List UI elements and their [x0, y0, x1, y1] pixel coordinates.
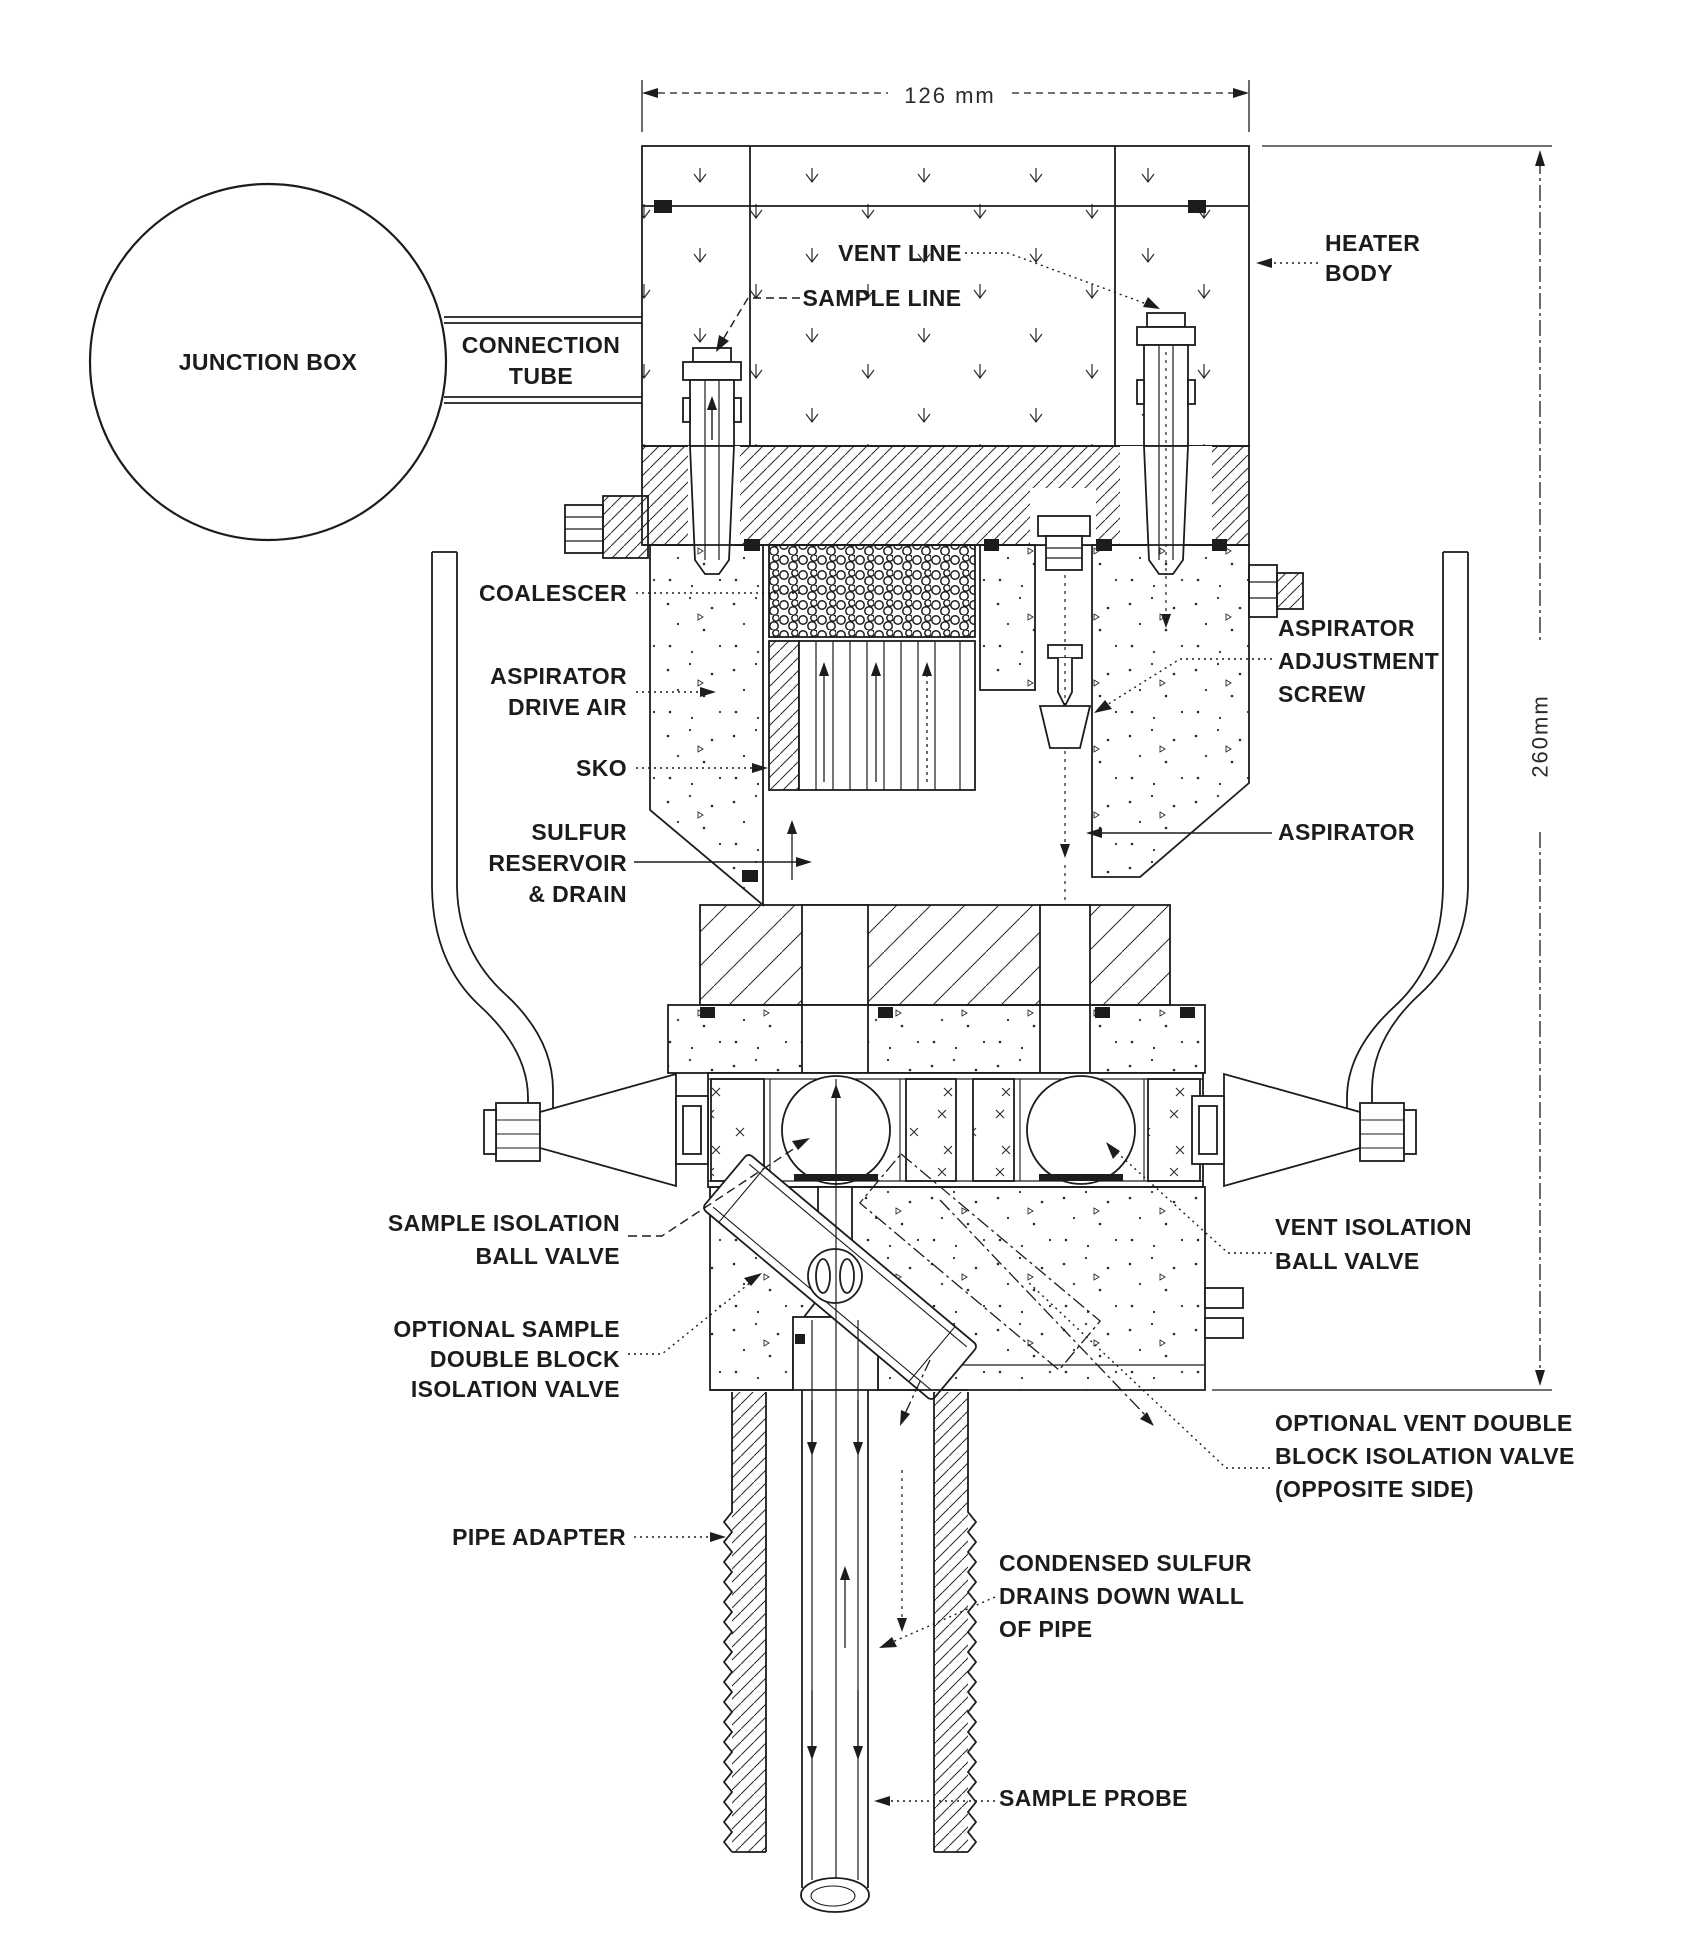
label-aspirator-adjustment-screw: ASPIRATOR ADJUSTMENT SCREW [1278, 615, 1440, 707]
label-sample-probe: SAMPLE PROBE [999, 1785, 1188, 1811]
sample-probe-tube [800, 1079, 907, 1913]
label-vent-isolation-ball-valve: VENT ISOLATION BALL VALVE [1275, 1214, 1472, 1274]
label-sample-isolation-ball-valve: SAMPLE ISOLATION BALL VALVE [387, 1210, 620, 1269]
connection-tube [444, 316, 642, 404]
lower-valve-body [703, 1153, 1244, 1426]
leader-lines [628, 252, 1318, 1806]
heater-body [641, 145, 1250, 447]
sample-valve-handle [431, 551, 709, 1188]
ball-valve-row [621, 1072, 1204, 1188]
vent-valve-handle [1191, 551, 1469, 1188]
label-sample-line: SAMPLE LINE [802, 285, 962, 311]
junction-box [88, 182, 448, 542]
label-heater-body: HEATER BODY [1325, 230, 1421, 286]
label-junction-box: JUNCTION BOX [178, 349, 358, 375]
vent-ball [1026, 1075, 1136, 1185]
label-coalescer: COALESCER [478, 580, 627, 606]
phantom-vent-valve [858, 1153, 1149, 1419]
sight-section [699, 904, 1171, 1006]
label-aspirator-drive-air: ASPIRATOR DRIVE AIR [490, 663, 627, 720]
dimension-width [641, 80, 1250, 132]
drive-air-port [564, 495, 649, 559]
dimension-height-text: 260mm [1527, 694, 1553, 778]
label-pipe-adapter: PIPE ADAPTER [452, 1524, 626, 1550]
upper-valve-body [667, 1004, 1206, 1074]
label-sko: SKO [575, 755, 627, 781]
label-sulfur-reservoir-drain: SULFUR RESERVOIR & DRAIN [488, 819, 627, 907]
label-optional-sample-double-block: OPTIONAL SAMPLE DOUBLE BLOCK ISOLATION V… [393, 1316, 620, 1402]
sko-slats [768, 640, 976, 791]
dimension-height [1212, 145, 1552, 1391]
vent-line-fitting [1136, 312, 1196, 628]
mid-section [649, 515, 1250, 1120]
label-aspirator: ASPIRATOR [1278, 819, 1415, 845]
right-port [1248, 564, 1304, 618]
label-connection-tube: CONNECTION TUBE [461, 332, 621, 389]
label-vent-line: VENT LINE [838, 240, 962, 266]
coalescer-mesh [768, 544, 976, 638]
dimension-width-text: 126 mm [904, 83, 996, 108]
pipe-adapter-body [710, 1389, 978, 1853]
label-optional-vent-double-block: OPTIONAL VENT DOUBLE BLOCK ISOLATION VAL… [1275, 1410, 1575, 1502]
label-condensed-sulfur: CONDENSED SULFUR DRAINS DOWN WALL OF PIP… [999, 1550, 1253, 1642]
aspirator-adjustment-screw-assembly [1037, 515, 1091, 1120]
